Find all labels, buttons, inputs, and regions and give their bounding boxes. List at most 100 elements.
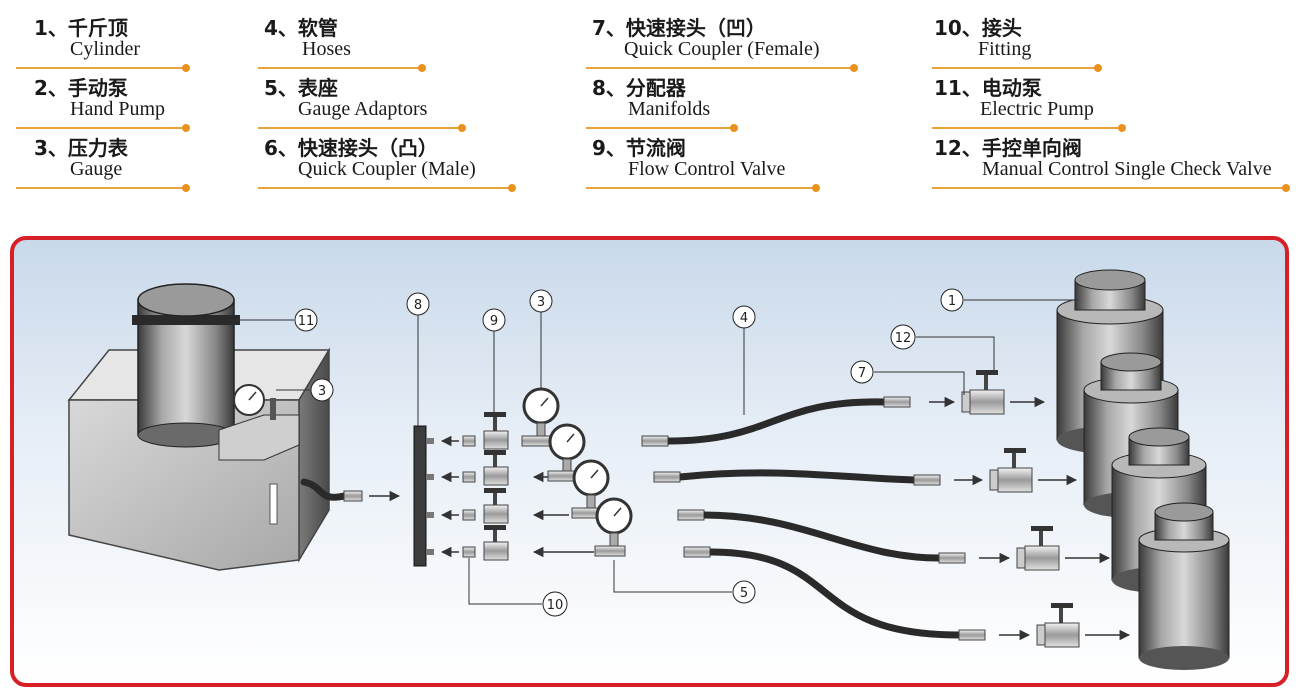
legend-label-en: Flow Control Valve [628, 158, 786, 180]
legend-label-cn: 7、快速接头（凹） [592, 12, 766, 41]
legend-cn-text: 快速接头（凹） [625, 16, 766, 40]
legend-underline [586, 187, 818, 189]
callout-label: 3 [537, 295, 545, 310]
legend-label-cn: 12、手控单向阀 [934, 132, 1082, 161]
pump-valve-handle [270, 398, 276, 420]
legend-cn-text: 分配器 [625, 76, 686, 100]
sight-window [269, 483, 278, 525]
gauge-3 [571, 459, 610, 519]
legend-label-cn: 9、节流阀 [592, 132, 686, 161]
pump-valve-block [218, 414, 300, 461]
legend-label-en: Manifolds [628, 98, 711, 120]
legend-label-en: Hoses [302, 38, 351, 60]
legend-label-cn: 3、压力表 [34, 132, 128, 161]
leader-lines [236, 299, 1079, 605]
diagram-frame: 11 3 8 9 3 4 5 [10, 236, 1289, 687]
flow-control-valve [483, 466, 509, 486]
legend-item-quick-coupler-male: 6、快速接头（凸） Quick Coupler (Male) [258, 130, 518, 192]
legend-underline [258, 67, 424, 69]
legend-label-cn: 8、分配器 [592, 72, 686, 101]
output-row-3 [426, 488, 569, 524]
quick-coupler-male [641, 435, 669, 447]
legend-cn-text: 快速接头（凸） [297, 136, 438, 160]
legend-underline [586, 67, 856, 69]
legend-label-cn: 6、快速接头（凸） [264, 132, 438, 161]
hydraulic-system-diagram: 11 3 8 9 3 4 5 [67, 269, 1230, 670]
quick-coupler-female [883, 396, 911, 408]
hose-3 [677, 509, 1011, 564]
legend-label-en: Fitting [978, 38, 1032, 60]
hose-2 [653, 469, 984, 486]
callout-5: 5 [732, 580, 756, 604]
hose-4 [683, 546, 1031, 641]
callout-3-manifold: 3 [529, 289, 553, 313]
legend-column-1: 1、千斤顶 Cylinder 2、手动泵 Hand Pump 3、压力表 Gau… [16, 10, 196, 192]
pump-motor-top [137, 283, 235, 317]
legend-number: 10、 [934, 16, 982, 40]
pump-outlet-hose [300, 478, 348, 501]
legend-column-4: 10、接头 Fitting 11、电动泵 Electric Pump 12、手控… [932, 10, 1292, 192]
legend-number: 12、 [934, 136, 982, 160]
legend-underline [586, 127, 736, 129]
legend-label-cn: 2、手动泵 [34, 72, 128, 101]
legend-number: 6、 [264, 136, 298, 160]
gauge-4 [594, 497, 633, 557]
callout-3-pump: 3 [310, 378, 334, 402]
legend-dot [182, 184, 190, 192]
legend-label-cn: 1、千斤顶 [34, 12, 128, 41]
legend-cn-text: 千斤顶 [67, 16, 128, 40]
legend-item-hoses: 4、软管 Hoses [258, 10, 518, 72]
legend-item-electric-pump: 11、电动泵 Electric Pump [932, 70, 1292, 132]
legend-item-fitting: 10、接头 Fitting [932, 10, 1292, 72]
callout-label: 5 [740, 586, 748, 601]
quick-coupler-female [938, 552, 966, 564]
callout-9: 9 [482, 308, 506, 332]
legend-cn-text: 表座 [297, 76, 338, 100]
hoses [641, 396, 1031, 641]
manifold [413, 410, 427, 567]
legend-label-en: Manual Control Single Check Valve [982, 158, 1272, 180]
legend-cn-text: 手动泵 [67, 76, 128, 100]
legend-number: 3、 [34, 136, 68, 160]
legend-cn-text: 压力表 [67, 136, 128, 160]
output-row-4 [426, 525, 594, 561]
legend-underline [16, 67, 186, 69]
legend-number: 9、 [592, 136, 626, 160]
check-valve-3 [1016, 526, 1111, 571]
legend-dot [458, 124, 466, 132]
cylinders [1056, 269, 1230, 670]
legend-underline [16, 127, 186, 129]
callout-label: 8 [414, 298, 422, 313]
legend-item-gauge: 3、压力表 Gauge [16, 130, 196, 192]
callout-12: 12 [890, 324, 916, 350]
legend-number: 11、 [934, 76, 982, 100]
legend-label-en: Electric Pump [980, 98, 1094, 120]
legend-item-manual-check-valve: 12、手控单向阀 Manual Control Single Check Val… [932, 130, 1292, 192]
quick-coupler-male [653, 471, 681, 483]
manifold-outputs [426, 412, 599, 561]
callout-label: 7 [858, 366, 866, 381]
check-valves [961, 370, 1131, 648]
callouts: 11 3 8 9 3 4 5 [294, 288, 964, 617]
quick-coupler-female [958, 629, 986, 641]
pump-motor-ring [132, 315, 240, 325]
legend-label-en: Cylinder [70, 38, 140, 60]
legend-item-gauge-adaptors: 5、表座 Gauge Adaptors [258, 70, 518, 132]
callout-label: 1 [948, 294, 956, 309]
quick-coupler-male [677, 509, 705, 521]
gauges [521, 387, 633, 557]
legend-label-cn: 4、软管 [264, 12, 338, 41]
legend-label-en: Quick Coupler (Male) [298, 158, 476, 180]
callout-label: 10 [547, 598, 564, 613]
fitting [462, 435, 476, 447]
callout-7: 7 [850, 360, 874, 384]
callout-1: 1 [940, 288, 964, 312]
legend-underline [16, 187, 186, 189]
legend-dot [1282, 184, 1290, 192]
callout-4: 4 [732, 305, 756, 329]
fitting [462, 509, 476, 521]
quick-coupler-female [913, 474, 941, 486]
callout-label: 9 [490, 314, 498, 329]
legend-cn-text: 手控单向阀 [981, 136, 1082, 160]
callout-label: 3 [318, 384, 326, 399]
